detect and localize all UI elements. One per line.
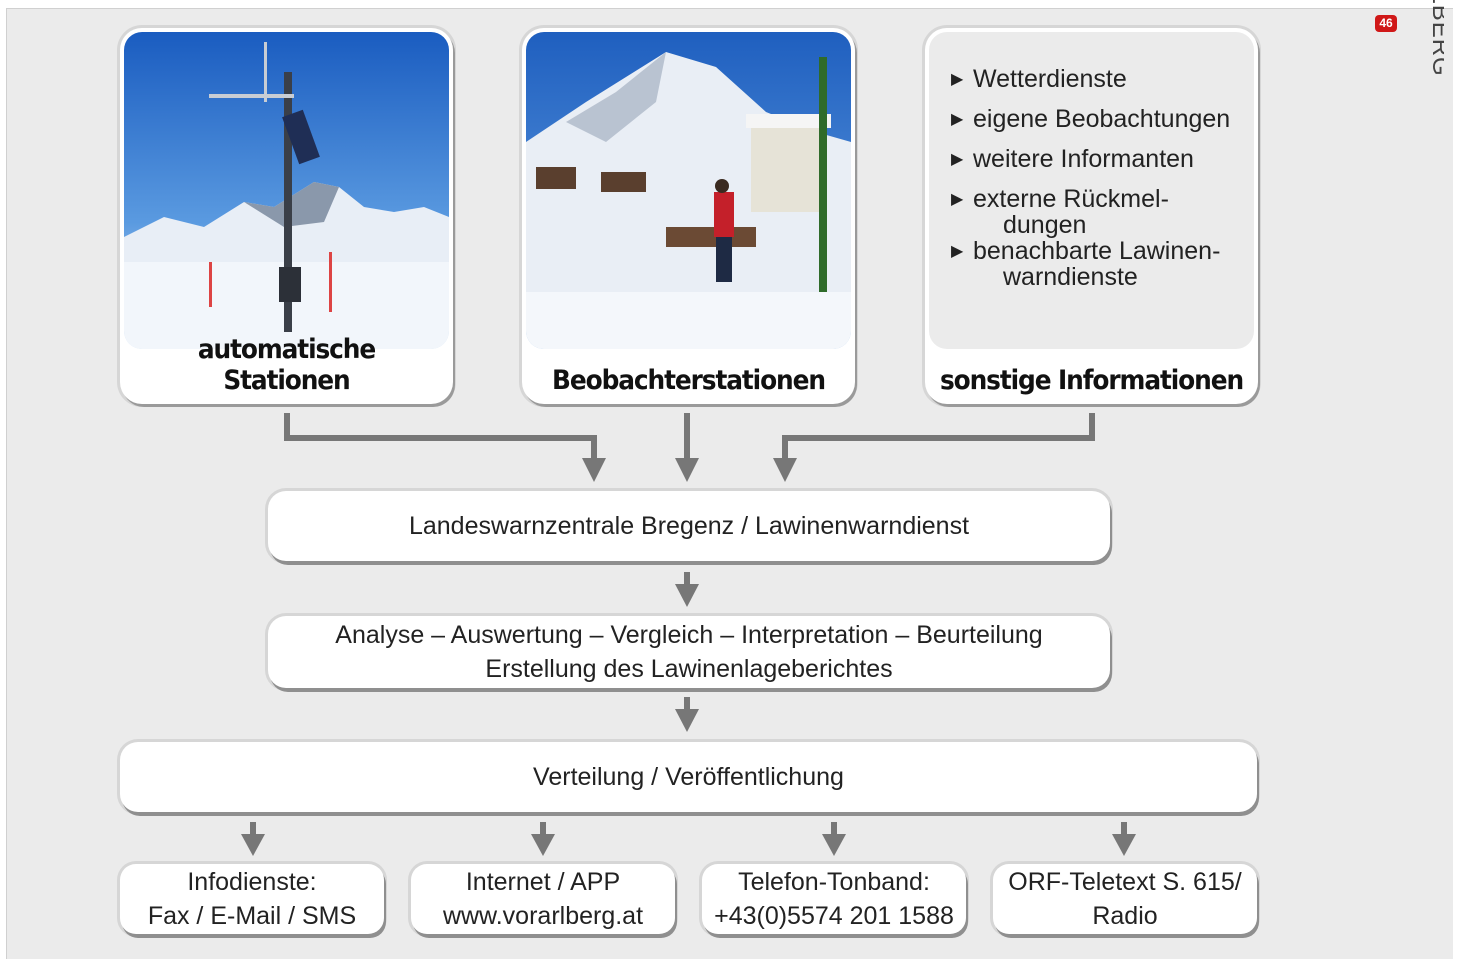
- card-caption: automatische Stationen: [197, 334, 376, 396]
- analysis-line-2: Erstellung des Lawinenlageberichtes: [485, 655, 893, 683]
- info-item: ▶benachbarte Lawinen-warndienste: [951, 237, 1221, 291]
- observer-station-photo: [526, 32, 851, 349]
- channel-box-telefon: Telefon-Tonband: +43(0)5574 201 1588: [702, 864, 966, 934]
- channel-line-2: www.vorarlberg.at: [442, 902, 644, 930]
- distribution-label: Verteilung / Veröffentlichung: [533, 763, 844, 791]
- side-label: ARLBERG: [1410, 0, 1444, 104]
- channel-line-1: Infodienste:: [187, 868, 317, 896]
- info-list: ▶Wetterdienste ▶eigene Beobachtungen ▶we…: [951, 66, 1230, 304]
- info-item: ▶externe Rückmel-dungen: [951, 185, 1169, 239]
- bullet-triangle-icon: ▶: [951, 243, 964, 260]
- bullet-triangle-icon: ▶: [951, 71, 964, 88]
- side-label-text: ARLBERG: [1427, 0, 1444, 77]
- analysis-box: Analyse – Auswertung – Vergleich – Inter…: [268, 616, 1110, 688]
- info-panel: ▶Wetterdienste ▶eigene Beobachtungen ▶we…: [929, 32, 1254, 349]
- channel-line-2: Radio: [1092, 902, 1158, 930]
- card-caption: Beobachterstationen: [552, 365, 826, 396]
- source-card-automatic-stations: automatische Stationen: [120, 28, 453, 404]
- source-card-observer-stations: Beobachterstationen: [522, 28, 855, 404]
- channel-box-teletext: ORF-Teletext S. 615/ Radio: [993, 864, 1257, 934]
- channel-line-1: Telefon-Tonband:: [738, 868, 930, 896]
- channel-line-1: Internet / APP: [465, 868, 621, 896]
- channel-line-2: +43(0)5574 201 1588: [714, 902, 954, 930]
- card-caption: sonstige Informationen: [939, 365, 1244, 396]
- distribution-box: Verteilung / Veröffentlichung: [120, 742, 1257, 812]
- bullet-triangle-icon: ▶: [951, 111, 964, 128]
- page-number-badge: 46: [1375, 15, 1397, 32]
- central-office-label: Landeswarnzentrale Bregenz / Lawinenwarn…: [408, 512, 970, 540]
- central-office-box: Landeswarnzentrale Bregenz / Lawinenwarn…: [268, 491, 1110, 561]
- channel-box-infodienste: Infodienste: Fax / E-Mail / SMS: [120, 864, 384, 934]
- info-item: ▶Wetterdienste: [951, 65, 1127, 93]
- channel-box-internet: Internet / APP www.vorarlberg.at: [411, 864, 675, 934]
- info-item: ▶weitere Informanten: [951, 145, 1194, 173]
- weather-station-photo: [124, 32, 449, 349]
- source-card-other-information: ▶Wetterdienste ▶eigene Beobachtungen ▶we…: [925, 28, 1258, 404]
- bullet-triangle-icon: ▶: [951, 191, 964, 208]
- bullet-triangle-icon: ▶: [951, 151, 964, 168]
- info-item: ▶eigene Beobachtungen: [951, 105, 1231, 133]
- channel-line-2: Fax / E-Mail / SMS: [147, 902, 357, 930]
- analysis-line-1: Analyse – Auswertung – Vergleich – Inter…: [335, 621, 1043, 649]
- channel-line-1: ORF-Teletext S. 615/: [1008, 868, 1242, 896]
